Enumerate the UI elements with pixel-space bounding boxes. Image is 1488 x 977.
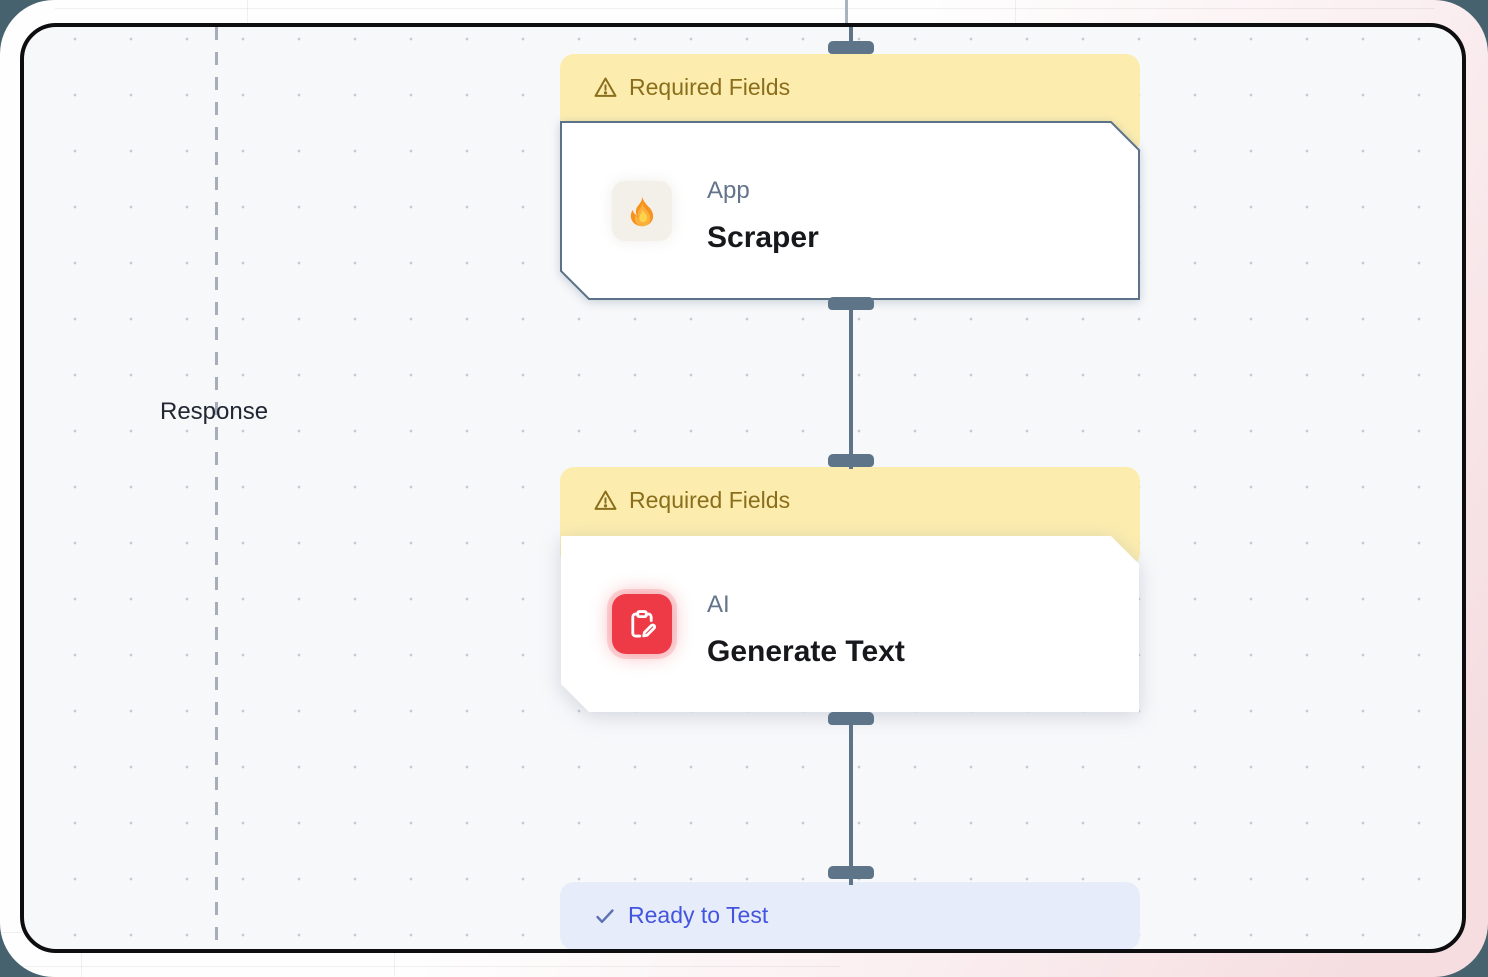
bg-grid-line (394, 953, 395, 977)
warning-triangle-icon (594, 490, 617, 510)
node-card[interactable] (560, 121, 1140, 300)
banner-label: Required Fields (629, 487, 791, 513)
connection-handle[interactable] (828, 41, 874, 54)
bg-grid-line (81, 953, 82, 977)
connection-handle[interactable] (828, 297, 874, 310)
bg-grid-line (0, 966, 840, 967)
node-card[interactable] (560, 950, 1140, 953)
bg-grid-line (0, 932, 22, 933)
connection-handle[interactable] (828, 712, 874, 725)
node-card[interactable] (560, 535, 1140, 713)
node-scraper[interactable]: Required Fields App Scraper (560, 54, 1140, 304)
banner-label: Ready to Test (628, 902, 769, 928)
clipboard-pen-icon (612, 594, 672, 654)
connector-line (849, 299, 853, 469)
node-category: AI (707, 591, 730, 618)
connection-handle[interactable] (828, 866, 874, 879)
fire-icon (612, 181, 672, 241)
node-title: Scraper (707, 221, 819, 254)
node-generate-text[interactable]: Required Fields AI Generate Text (560, 467, 1140, 717)
node-title: Generate Text (707, 635, 905, 668)
connector-line (845, 0, 848, 24)
banner-label: Required Fields (629, 74, 791, 100)
warning-triangle-icon (594, 77, 617, 97)
connector-line (849, 717, 853, 885)
bg-grid-line (1015, 0, 1016, 23)
ready-to-test-banner[interactable]: Ready to Test (560, 882, 1140, 949)
bg-grid-line (247, 0, 248, 23)
bg-grid-line (55, 8, 1435, 9)
workflow-frame: Response Required Fields (20, 23, 1466, 953)
check-icon (596, 908, 614, 923)
response-edge-label: Response (160, 398, 269, 425)
connector-line (849, 27, 853, 45)
response-edge-guide (215, 27, 218, 949)
node-ready-to-test[interactable]: Ready to Test (560, 882, 1140, 953)
connection-handle[interactable] (828, 454, 874, 467)
node-category: App (707, 177, 750, 204)
